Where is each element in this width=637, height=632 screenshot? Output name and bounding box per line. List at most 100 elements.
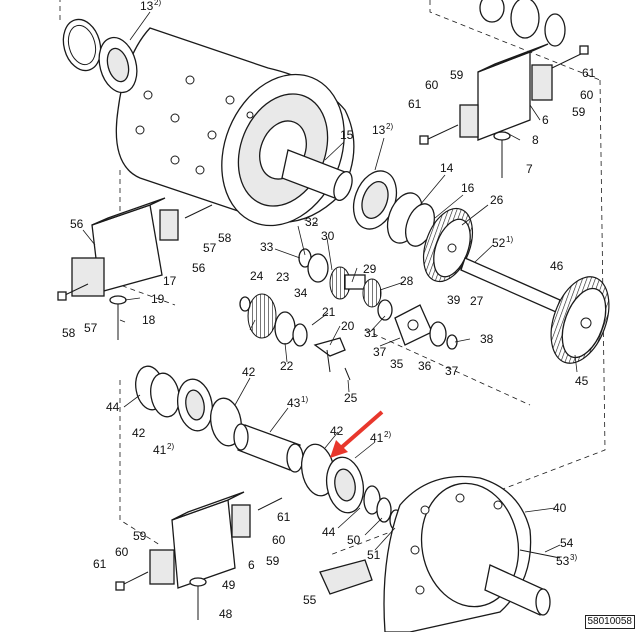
callout-c29: 29 xyxy=(363,262,377,276)
lower-left-rings xyxy=(135,365,242,447)
callout-c30: 30 xyxy=(321,229,335,243)
callout-c55: 55 xyxy=(303,593,317,607)
callout-c60d: 60 xyxy=(115,545,129,559)
callout-c41a: 41 xyxy=(153,443,167,457)
callout-c39: 39 xyxy=(447,293,461,307)
bolt-18 xyxy=(109,295,127,340)
callout-c60c: 60 xyxy=(272,533,286,547)
gear-cluster-middle xyxy=(239,248,458,381)
bolt-61-lower xyxy=(115,497,283,591)
callout-c26: 26 xyxy=(490,193,504,207)
callout-c44b: 44 xyxy=(322,525,336,539)
callout-footnote-c41b: 2) xyxy=(384,430,391,439)
bearing-13 xyxy=(352,170,398,230)
callout-c59d: 59 xyxy=(133,529,147,543)
callout-footnote-c52: 1) xyxy=(506,235,513,244)
bolt-61-top-right xyxy=(551,45,589,69)
callout-c33: 33 xyxy=(260,240,274,254)
bracket-17 xyxy=(71,197,179,297)
callout-c7: 7 xyxy=(526,162,533,176)
callout-c58b: 58 xyxy=(62,326,76,340)
rings-14-16 xyxy=(386,192,435,247)
callout-c13b: 13 xyxy=(372,123,386,137)
callout-c37a: 37 xyxy=(373,345,387,359)
callout-c28: 28 xyxy=(400,274,414,288)
callout-footnote-c13b: 2) xyxy=(386,122,393,131)
callout-c42c: 42 xyxy=(330,424,344,438)
highlight-arrow xyxy=(330,410,384,458)
callout-c58a: 58 xyxy=(218,231,232,245)
callout-c25: 25 xyxy=(344,391,358,405)
callout-footnote-c53: 3) xyxy=(570,553,577,562)
drum-housing xyxy=(115,27,355,227)
callout-c44a: 44 xyxy=(106,400,120,414)
callout-c45: 45 xyxy=(575,374,589,388)
callout-c19: 19 xyxy=(151,292,165,306)
callout-c42a: 42 xyxy=(242,365,256,379)
callout-c23: 23 xyxy=(276,270,290,284)
callout-c51: 51 xyxy=(367,548,381,562)
callout-c38: 38 xyxy=(480,332,494,346)
callout-c34: 34 xyxy=(294,286,308,300)
callout-c59b: 59 xyxy=(572,105,586,119)
callout-c40: 40 xyxy=(553,501,567,515)
callout-c15: 15 xyxy=(340,128,354,142)
bracket-6-top xyxy=(459,43,553,141)
callout-c61a: 61 xyxy=(582,66,596,80)
callout-c50: 50 xyxy=(347,533,361,547)
bolt-7 xyxy=(493,131,511,178)
shaft-43 xyxy=(233,423,304,473)
callout-c49: 49 xyxy=(222,578,236,592)
callout-c6a: 6 xyxy=(542,113,549,127)
callout-c59c: 59 xyxy=(266,554,280,568)
snap-ring-top-left xyxy=(62,18,138,94)
bolt-61-top-left xyxy=(419,124,459,145)
callout-c31: 31 xyxy=(364,326,378,340)
callout-c8: 8 xyxy=(532,133,539,147)
gear-45 xyxy=(550,276,610,364)
callout-c13a: 13 xyxy=(140,0,154,13)
callout-c54: 54 xyxy=(560,536,574,550)
callout-c52: 52 xyxy=(492,236,506,250)
callout-c37b: 37 xyxy=(445,364,459,378)
callout-c24: 24 xyxy=(250,269,264,283)
callout-footnote-c41a: 2) xyxy=(167,442,174,451)
bolt-58 xyxy=(57,204,213,301)
callout-footnote-c13a: 2) xyxy=(154,0,161,7)
callout-c61b: 61 xyxy=(408,97,422,111)
leader-lines xyxy=(82,11,578,553)
callout-c57a: 57 xyxy=(203,241,217,255)
shaft-15 xyxy=(281,149,353,202)
callout-c60a: 60 xyxy=(425,78,439,92)
callout-c18: 18 xyxy=(142,313,156,327)
callout-c56b: 56 xyxy=(192,261,206,275)
callout-c61c: 61 xyxy=(277,510,291,524)
callout-c16: 16 xyxy=(461,181,475,195)
callout-footnote-c43: 1) xyxy=(301,395,308,404)
callout-c53: 53 xyxy=(556,554,570,568)
top-right-ring-assembly xyxy=(479,0,566,47)
callout-c59a: 59 xyxy=(450,68,464,82)
hub-40 xyxy=(383,475,561,632)
pad-55 xyxy=(319,559,373,595)
callout-c42b: 42 xyxy=(132,426,146,440)
bearing-41-lower xyxy=(325,456,365,514)
bracket-6-lower xyxy=(149,491,251,589)
callout-c60b: 60 xyxy=(580,88,594,102)
callout-c35: 35 xyxy=(390,357,404,371)
callout-c61d: 61 xyxy=(93,557,107,571)
callout-c57b: 57 xyxy=(84,321,98,335)
callout-c32: 32 xyxy=(305,215,319,229)
callout-c20: 20 xyxy=(341,319,355,333)
callout-c36: 36 xyxy=(418,359,432,373)
reference-code: 58010058 xyxy=(584,615,635,629)
callout-c27: 27 xyxy=(470,294,484,308)
callout-c14: 14 xyxy=(440,161,454,175)
callout-c43: 43 xyxy=(287,396,301,410)
callout-c17: 17 xyxy=(163,274,177,288)
callout-c56a: 56 xyxy=(70,217,84,231)
callout-c21: 21 xyxy=(322,305,336,319)
callout-c6b: 6 xyxy=(248,558,255,572)
